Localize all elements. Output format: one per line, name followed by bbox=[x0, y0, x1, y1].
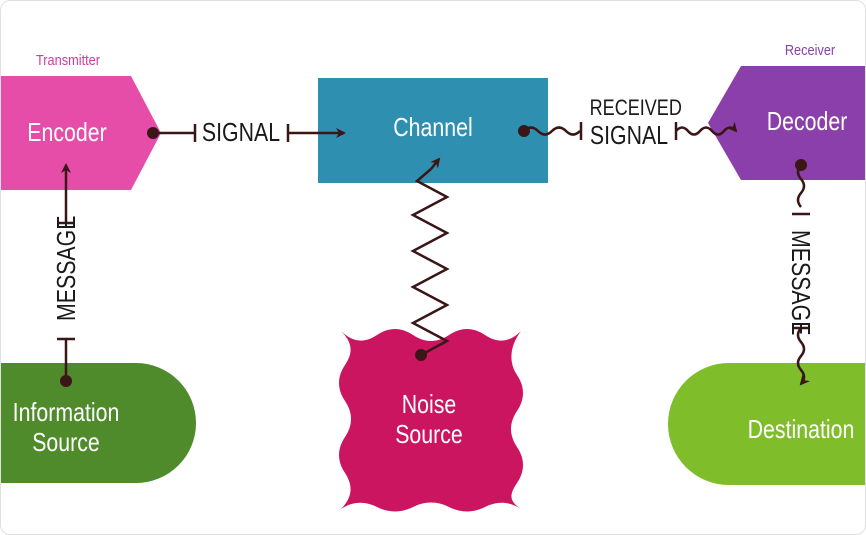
transmitter-label: Transmitter bbox=[35, 52, 100, 69]
received-wave-left bbox=[523, 126, 581, 136]
decoder-shape bbox=[708, 66, 865, 180]
encoder-shape bbox=[1, 76, 161, 190]
received-signal-label-line1: RECEIVED bbox=[589, 95, 682, 120]
destination-label: Destination bbox=[747, 414, 855, 444]
message-left-label: MESSAGE bbox=[51, 215, 81, 321]
decoder-label: Decoder bbox=[766, 106, 848, 136]
channel-label: Channel bbox=[393, 112, 473, 142]
message-right-arrow bbox=[796, 327, 811, 386]
received-wave-right bbox=[675, 121, 738, 136]
encoder-label: Encoder bbox=[27, 117, 107, 147]
noise-zigzag bbox=[410, 168, 450, 357]
noise-source-label-line1: Noise bbox=[401, 389, 457, 419]
receiver-label: Receiver bbox=[784, 42, 836, 59]
info-source-shape bbox=[1, 363, 196, 483]
info-source-label-line1: Information bbox=[12, 397, 120, 427]
received-signal-label-line2: SIGNAL bbox=[589, 120, 669, 150]
info-source-label-line2: Source bbox=[32, 427, 100, 457]
noise-source-shape bbox=[339, 329, 523, 512]
message-right-label: MESSAGE bbox=[786, 230, 816, 336]
signal-label: SIGNAL bbox=[201, 117, 281, 147]
noise-source-label-line2: Source bbox=[395, 419, 463, 449]
destination-shape bbox=[668, 363, 865, 485]
noise-arrow bbox=[430, 157, 441, 170]
message-right-wave-upper bbox=[796, 164, 806, 208]
